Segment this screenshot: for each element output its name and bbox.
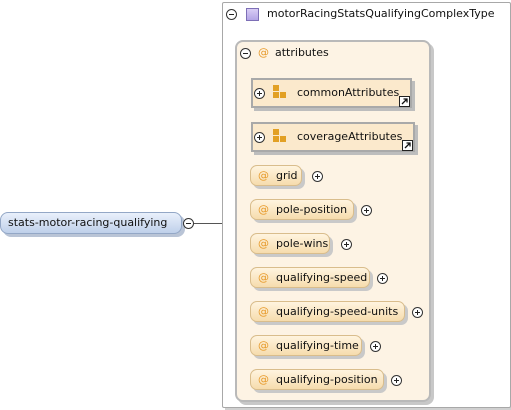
attribute-label: pole-wins (276, 237, 329, 250)
attribute-qualifying-speed-units[interactable] (250, 301, 405, 322)
expand-qualifying-speed-toggle[interactable] (377, 273, 388, 284)
attribute-pole-wins[interactable] (250, 233, 330, 254)
attribute-label: qualifying-position (276, 373, 378, 386)
complex-type-name: motorRacingStatsQualifyingComplexType (267, 7, 495, 20)
element-label: stats-motor-racing-qualifying (8, 216, 168, 229)
expand-grid-toggle[interactable] (312, 171, 323, 182)
attribute-qualifying-time[interactable] (250, 335, 362, 356)
attribute-label: pole-position (276, 203, 348, 216)
expand-pole-position-toggle[interactable] (361, 205, 372, 216)
attribute-label: grid (276, 169, 298, 182)
attributes-title: attributes (275, 46, 329, 59)
attribute-grid[interactable] (250, 165, 302, 186)
expand-qualifying-position-toggle[interactable] (391, 375, 402, 386)
attribute-icon: @ (258, 339, 269, 352)
expand-pole-wins-toggle[interactable] (341, 239, 352, 250)
attribute-icon: @ (258, 203, 269, 216)
attribute-group-icon (273, 129, 287, 143)
attribute-qualifying-position[interactable] (250, 369, 384, 390)
attribute-label: qualifying-time (276, 339, 359, 352)
attribute-group-icon (273, 85, 287, 99)
collapse-complex-type-toggle[interactable] (226, 9, 237, 20)
attribute-pole-position[interactable] (250, 199, 354, 220)
connector-line (194, 223, 222, 224)
collapse-attributes-toggle[interactable] (240, 48, 251, 59)
expand-qualifying-time-toggle[interactable] (370, 341, 381, 352)
attribute-label: qualifying-speed (276, 271, 368, 284)
attribute-icon: @ (258, 169, 269, 182)
external-link-icon[interactable] (399, 96, 410, 107)
attribute-group-label: commonAttributes (297, 86, 400, 99)
attribute-icon: @ (258, 305, 269, 318)
external-link-icon[interactable] (402, 140, 413, 151)
attribute-icon: @ (258, 373, 269, 386)
attribute-label: qualifying-speed-units (276, 305, 399, 318)
collapse-element-toggle[interactable] (183, 218, 194, 229)
attribute-icon: @ (258, 271, 269, 284)
attributes-icon: @ (258, 46, 269, 59)
expand-qualifying-speed-units-toggle[interactable] (412, 307, 423, 318)
element-node[interactable] (0, 212, 182, 234)
expand-common-attributes-toggle[interactable] (254, 88, 265, 99)
expand-coverage-attributes-toggle[interactable] (254, 132, 265, 143)
attribute-icon: @ (258, 237, 269, 250)
attribute-group-label: coverageAttributes (297, 130, 403, 143)
attribute-qualifying-speed[interactable] (250, 267, 370, 288)
complex-type-icon (246, 8, 259, 21)
